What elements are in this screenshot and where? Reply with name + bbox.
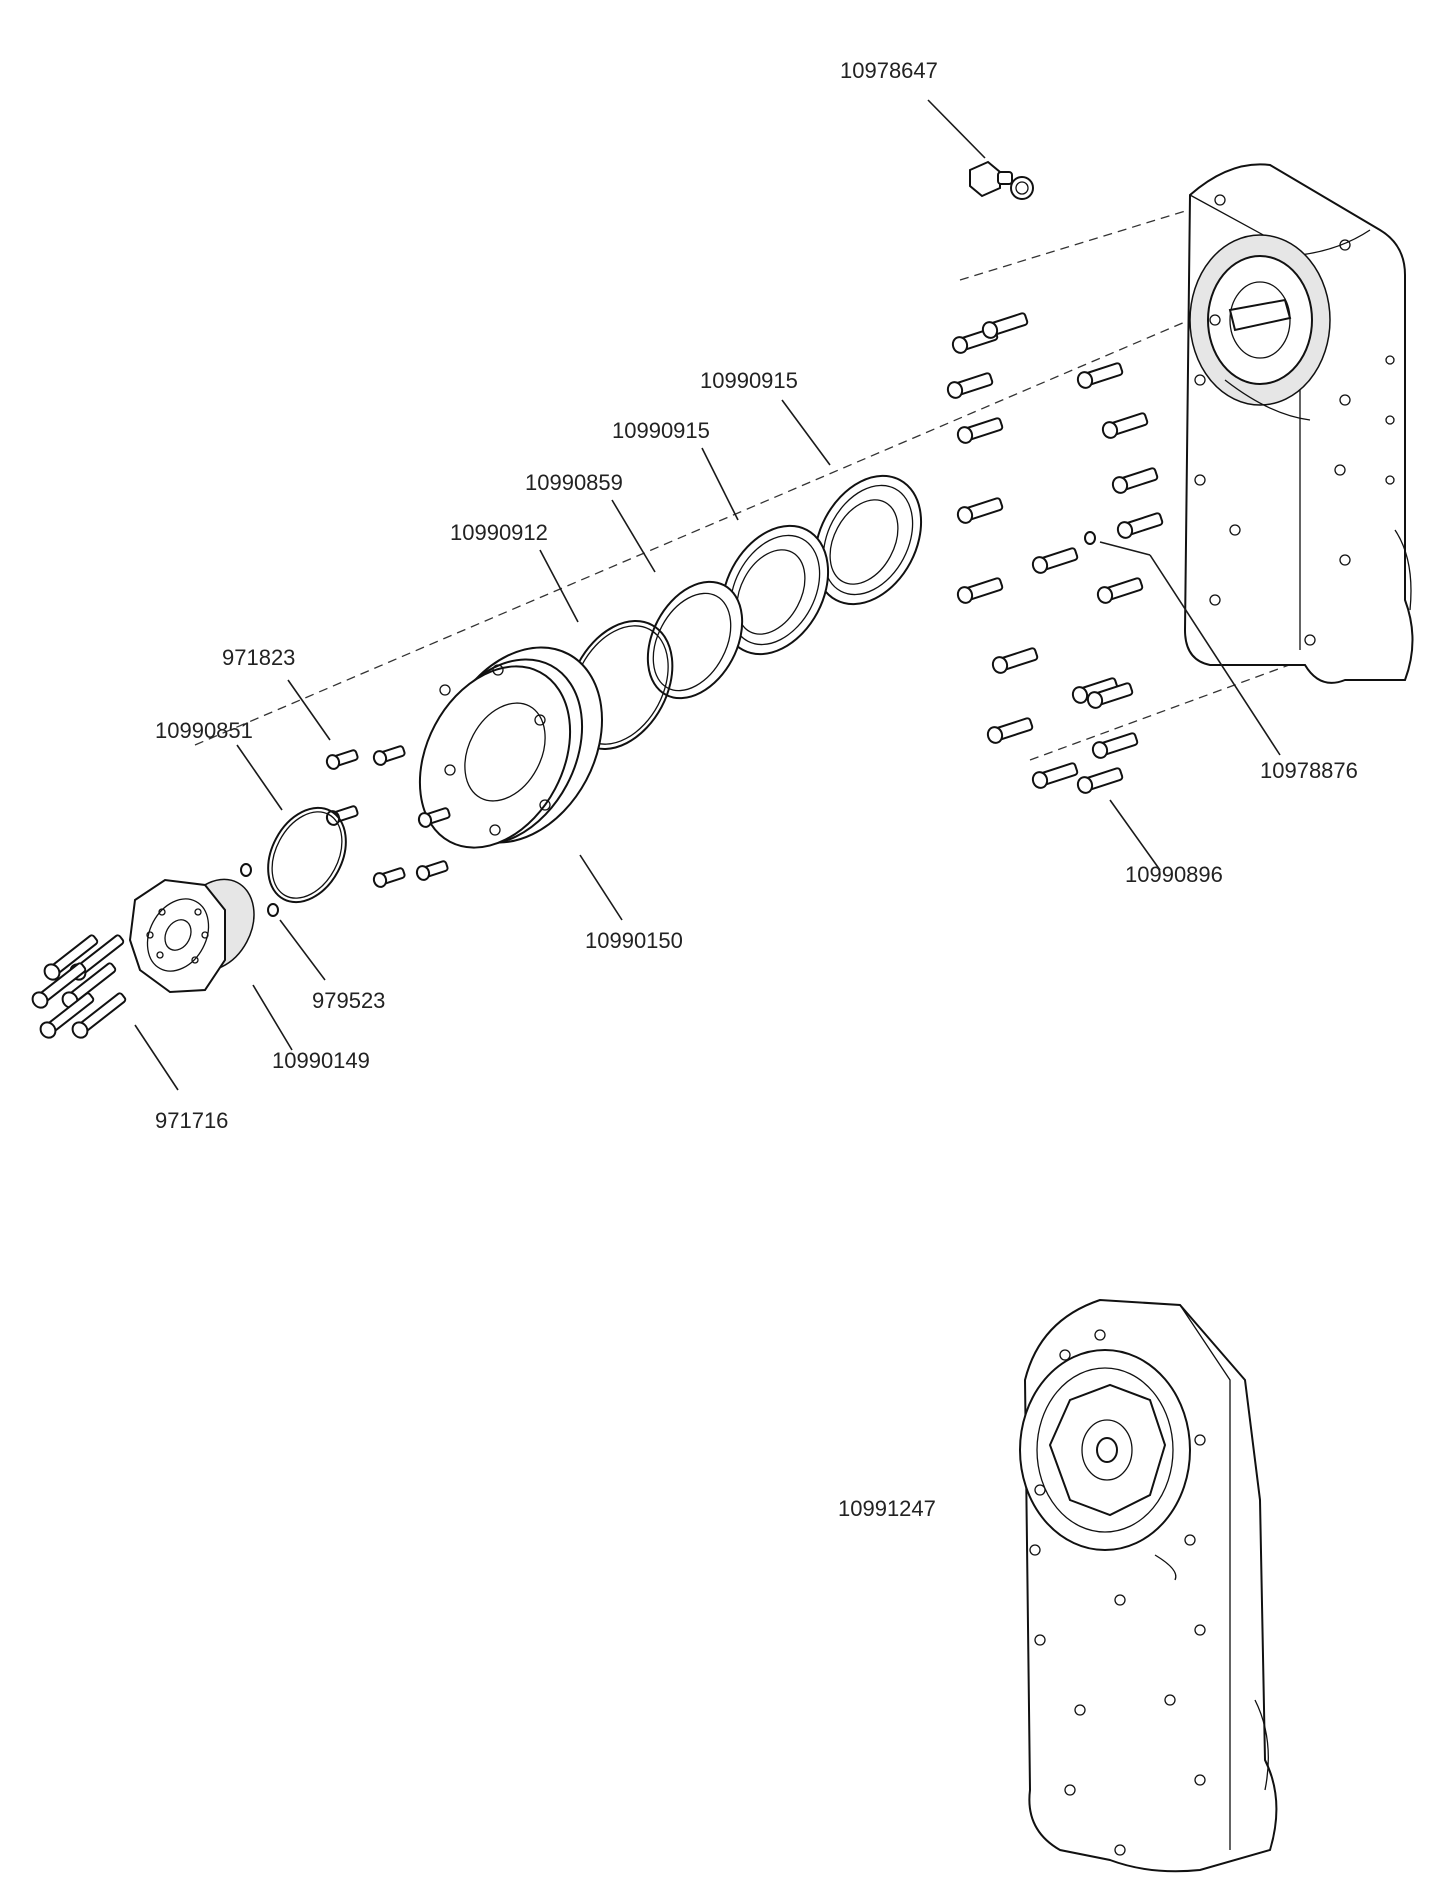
housing-assembly xyxy=(1183,163,1414,684)
hub xyxy=(128,878,255,994)
label-10990859: 10990859 xyxy=(525,470,623,495)
part-number-labels: 10978647 10990915 10990915 10990859 1099… xyxy=(155,58,1358,1521)
housing-screws xyxy=(946,312,1164,794)
small-o-ring-10978876 xyxy=(1084,531,1096,545)
label-10978876: 10978876 xyxy=(1260,758,1358,783)
o-ring-hub xyxy=(267,806,347,904)
label-10990149: 10990149 xyxy=(272,1048,370,1073)
label-979523: 979523 xyxy=(312,988,385,1013)
label-971716: 971716 xyxy=(155,1108,228,1133)
assembly-screw-holes xyxy=(1029,1329,1206,1856)
label-10990150: 10990150 xyxy=(585,928,683,953)
complete-assembly xyxy=(1019,1298,1278,1873)
label-10990851: 10990851 xyxy=(155,718,253,743)
label-10991247: 10991247 xyxy=(838,1496,936,1521)
label-10990915-inner: 10990915 xyxy=(612,418,710,443)
housing-screw-holes xyxy=(1194,194,1395,646)
small-rings xyxy=(240,863,279,917)
label-971823: 971823 xyxy=(222,645,295,670)
long-screws xyxy=(31,934,127,1039)
label-10990896: 10990896 xyxy=(1125,862,1223,887)
bearing-inner xyxy=(720,524,830,656)
pulley xyxy=(418,646,603,849)
plug-and-seal xyxy=(969,160,1034,200)
label-10978647: 10978647 xyxy=(840,58,938,83)
label-10990915-outer: 10990915 xyxy=(700,368,798,393)
assembly-axis-lines xyxy=(194,204,1331,761)
label-10990912: 10990912 xyxy=(450,520,548,545)
leader-lines xyxy=(134,99,1281,1091)
bearing-outer xyxy=(813,474,923,606)
